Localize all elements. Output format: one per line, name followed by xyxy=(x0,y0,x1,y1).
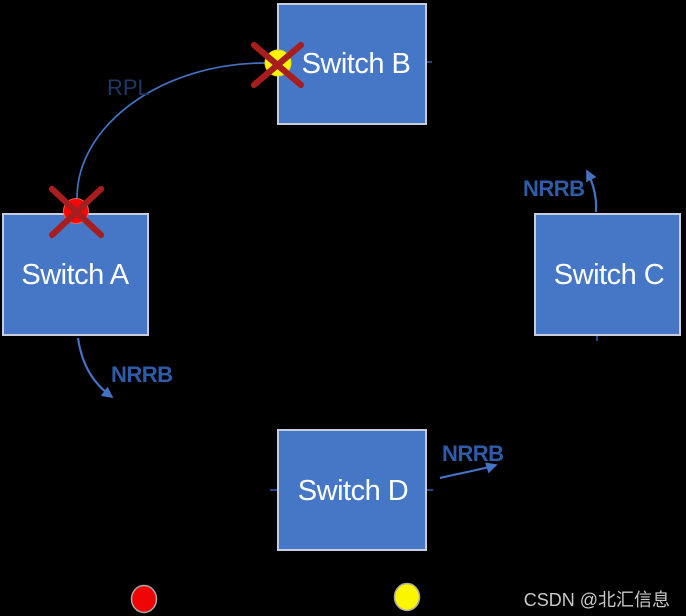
switch-a-label: Switch A xyxy=(21,259,129,291)
switch-c-label: Switch C xyxy=(554,259,664,291)
node-switch-d: Switch D xyxy=(277,429,427,551)
switch-a-box xyxy=(2,213,149,336)
nrrb-label-a: NRRB xyxy=(111,362,173,387)
nrrb-label-d: NRRB xyxy=(442,441,504,466)
switch-b-box xyxy=(277,3,427,125)
rpl-link-arc xyxy=(76,62,266,199)
switch-b-label: Switch B xyxy=(302,48,411,80)
nrrb-arrow-from-c xyxy=(586,169,598,213)
node-switch-a: Switch A xyxy=(2,213,149,336)
node-switch-c: Switch C xyxy=(534,213,681,336)
rpl-link-label: RPL xyxy=(107,75,150,100)
node-switch-b: Switch B xyxy=(277,3,427,125)
nrrb-arrow-from-a xyxy=(76,337,114,399)
nrrb-arrow-from-d xyxy=(439,462,498,480)
blocked-port-yellow-icon xyxy=(250,41,305,89)
legend-yellow-dot-icon xyxy=(393,582,421,612)
switch-d-label: Switch D xyxy=(298,475,408,507)
switch-c-box xyxy=(534,213,681,336)
blocked-port-red-icon xyxy=(48,185,105,239)
nrrb-label-c: NRRB xyxy=(523,176,585,201)
switch-d-box xyxy=(277,429,427,551)
legend-red-dot-icon xyxy=(130,584,158,614)
csdn-watermark: CSDN @北汇信息 xyxy=(524,590,670,610)
